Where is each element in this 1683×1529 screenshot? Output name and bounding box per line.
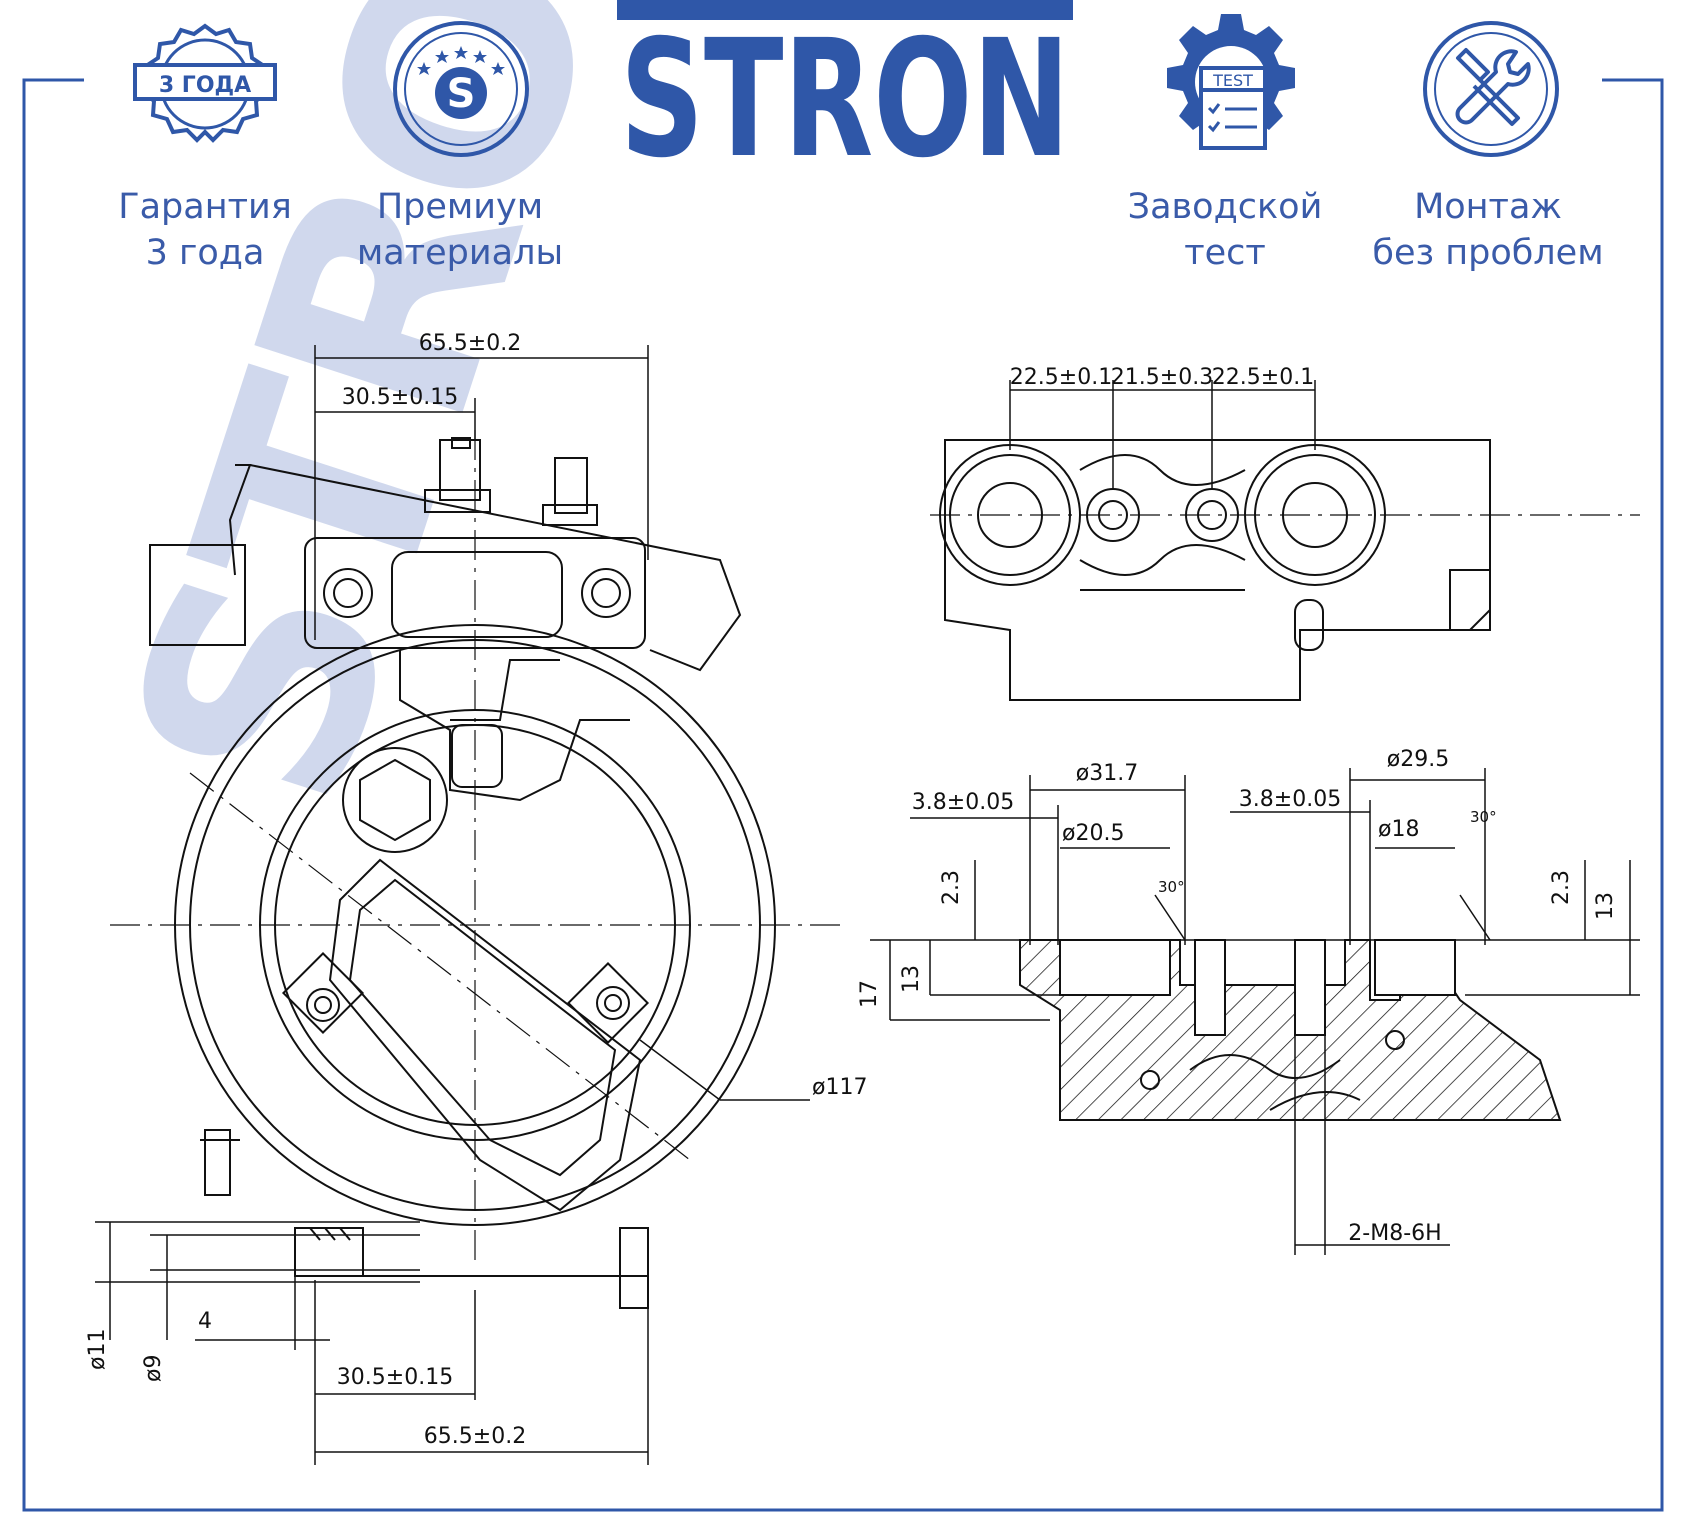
dim-port-spacing-left: 22.5±0.1 <box>1010 365 1112 390</box>
dim-port-a-h17: 17 <box>857 980 882 1008</box>
dim-top-offset: 30.5±0.15 <box>342 385 458 410</box>
warranty-badge: 3 ГОДА <box>159 73 251 98</box>
port-section-view <box>1019 939 1562 1121</box>
dim-port-a-depth: 2.3 <box>939 870 964 905</box>
feature-test-label: Заводской тест <box>1127 187 1323 273</box>
dim-port-a-inner: ø20.5 <box>1062 821 1124 846</box>
dim-port-b-angle: 30° <box>1470 808 1497 826</box>
manifold-dimension-lines <box>1009 380 1316 490</box>
dim-port-b-outer: ø29.5 <box>1387 747 1449 772</box>
dim-port-a-h13: 13 <box>899 965 924 993</box>
dim-port-a-outer: ø31.7 <box>1076 761 1138 786</box>
warranty-seal-icon: 3 ГОДА <box>133 23 277 143</box>
premium-star-s-icon: S <box>393 21 529 157</box>
port-dimension-lines <box>870 768 1640 1255</box>
test-badge: TEST <box>1212 71 1253 90</box>
dim-bottom-offset: 30.5±0.15 <box>337 1365 453 1390</box>
dim-port-a-angle: 30° <box>1158 878 1185 896</box>
stron-logo: STRON <box>617 0 1073 160</box>
feature-premium-label: Премиум материалы <box>356 187 564 273</box>
dim-bottom-overall: 65.5±0.2 <box>424 1424 526 1449</box>
wrench-screwdriver-icon <box>1423 21 1559 157</box>
dim-port-spacing-mid: 21.5±0.3 <box>1111 365 1213 390</box>
feature-warranty-label: Гарантия 3 года <box>118 187 292 273</box>
dim-port-b-groove: 3.8±0.05 <box>1239 787 1341 812</box>
dim-port-b-depth: 2.3 <box>1549 870 1574 905</box>
dim-port-spacing-right: 22.5±0.1 <box>1212 365 1314 390</box>
dim-top-overall: 65.5±0.2 <box>419 331 521 356</box>
compressor-front-view <box>149 437 776 1309</box>
manifold-top-view <box>939 439 1491 701</box>
page-frame <box>22 78 1664 1512</box>
dim-shaft-4: 4 <box>198 1309 212 1334</box>
gear-test-icon: TEST <box>1167 14 1295 150</box>
dim-diameter-9: ø9 <box>141 1355 166 1382</box>
dim-pulley-diameter: ø117 <box>812 1075 867 1100</box>
dim-thread: 2-M8-6H <box>1348 1221 1441 1246</box>
premium-badge: S <box>447 71 476 117</box>
centre-lines <box>110 430 1640 1260</box>
dim-port-b-inner: ø18 <box>1378 817 1419 842</box>
dim-port-b-h13: 13 <box>1593 892 1618 920</box>
dim-diameter-11: ø11 <box>85 1329 110 1370</box>
front-dimension-lines <box>95 345 810 1465</box>
dim-port-a-groove: 3.8±0.05 <box>912 790 1014 815</box>
feature-install-label: Монтаж без проблем <box>1372 187 1604 273</box>
brand-name: STRON <box>620 6 1070 160</box>
